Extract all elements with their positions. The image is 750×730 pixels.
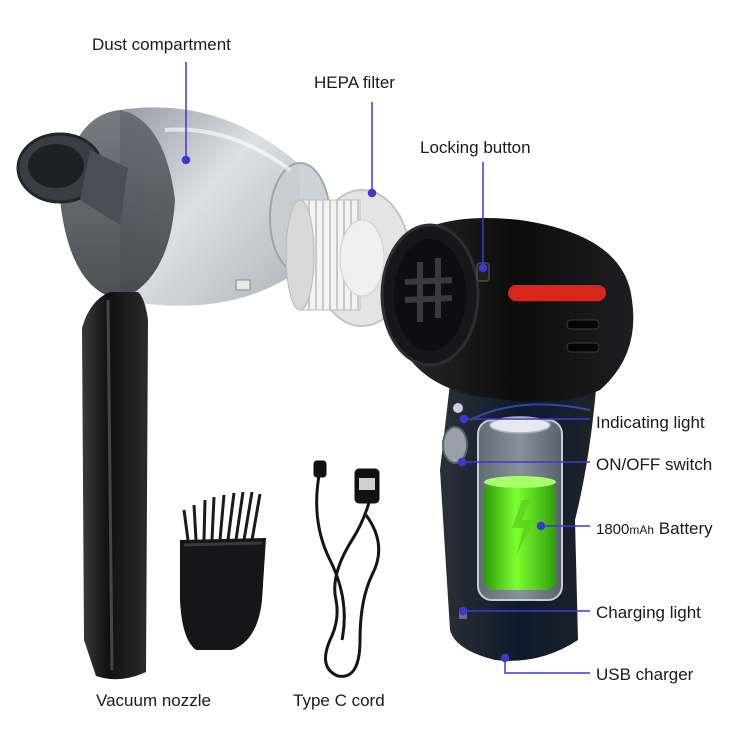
label-on-off-switch: ON/OFF switch [596, 455, 713, 474]
vacuum-nozzle [82, 292, 148, 680]
type-c-cord [313, 460, 381, 678]
callout-dot-locking-button [478, 263, 488, 273]
callout-usb-charger [504, 658, 590, 674]
dust-compartment [16, 107, 331, 306]
power-indicator-strip [508, 285, 606, 301]
callout-dot-usb-charger [500, 653, 510, 663]
battery-capacity-value: 1800 [596, 521, 630, 538]
callout-dot-charging-light [458, 606, 468, 616]
label-battery: 1800mAh Battery [596, 519, 713, 540]
label-type-c-cord: Type C cord [293, 691, 385, 710]
brush-attachment [180, 491, 266, 650]
label-vacuum-nozzle: Vacuum nozzle [96, 691, 211, 710]
label-locking-button: Locking button [420, 138, 531, 157]
battery-cell [477, 416, 563, 601]
callout-dot-hepa-filter [367, 188, 377, 198]
label-usb-charger: USB charger [596, 665, 694, 684]
callout-lines [181, 62, 590, 674]
label-charging-light: Charging light [596, 603, 701, 622]
vacuum-body [380, 218, 634, 661]
battery-word: Battery [658, 519, 713, 538]
callout-dot-indicating-light [459, 414, 469, 424]
label-indicating-light: Indicating light [596, 413, 705, 432]
label-hepa-filter: HEPA filter [314, 73, 395, 92]
battery-capacity-unit: mAh [629, 523, 655, 537]
label-dust-compartment: Dust compartment [92, 35, 231, 54]
callout-dot-on-off-switch [457, 457, 467, 467]
on-off-switch-button [442, 426, 468, 464]
callout-dot-dust-compartment [181, 155, 191, 165]
callout-dot-battery [536, 521, 546, 531]
